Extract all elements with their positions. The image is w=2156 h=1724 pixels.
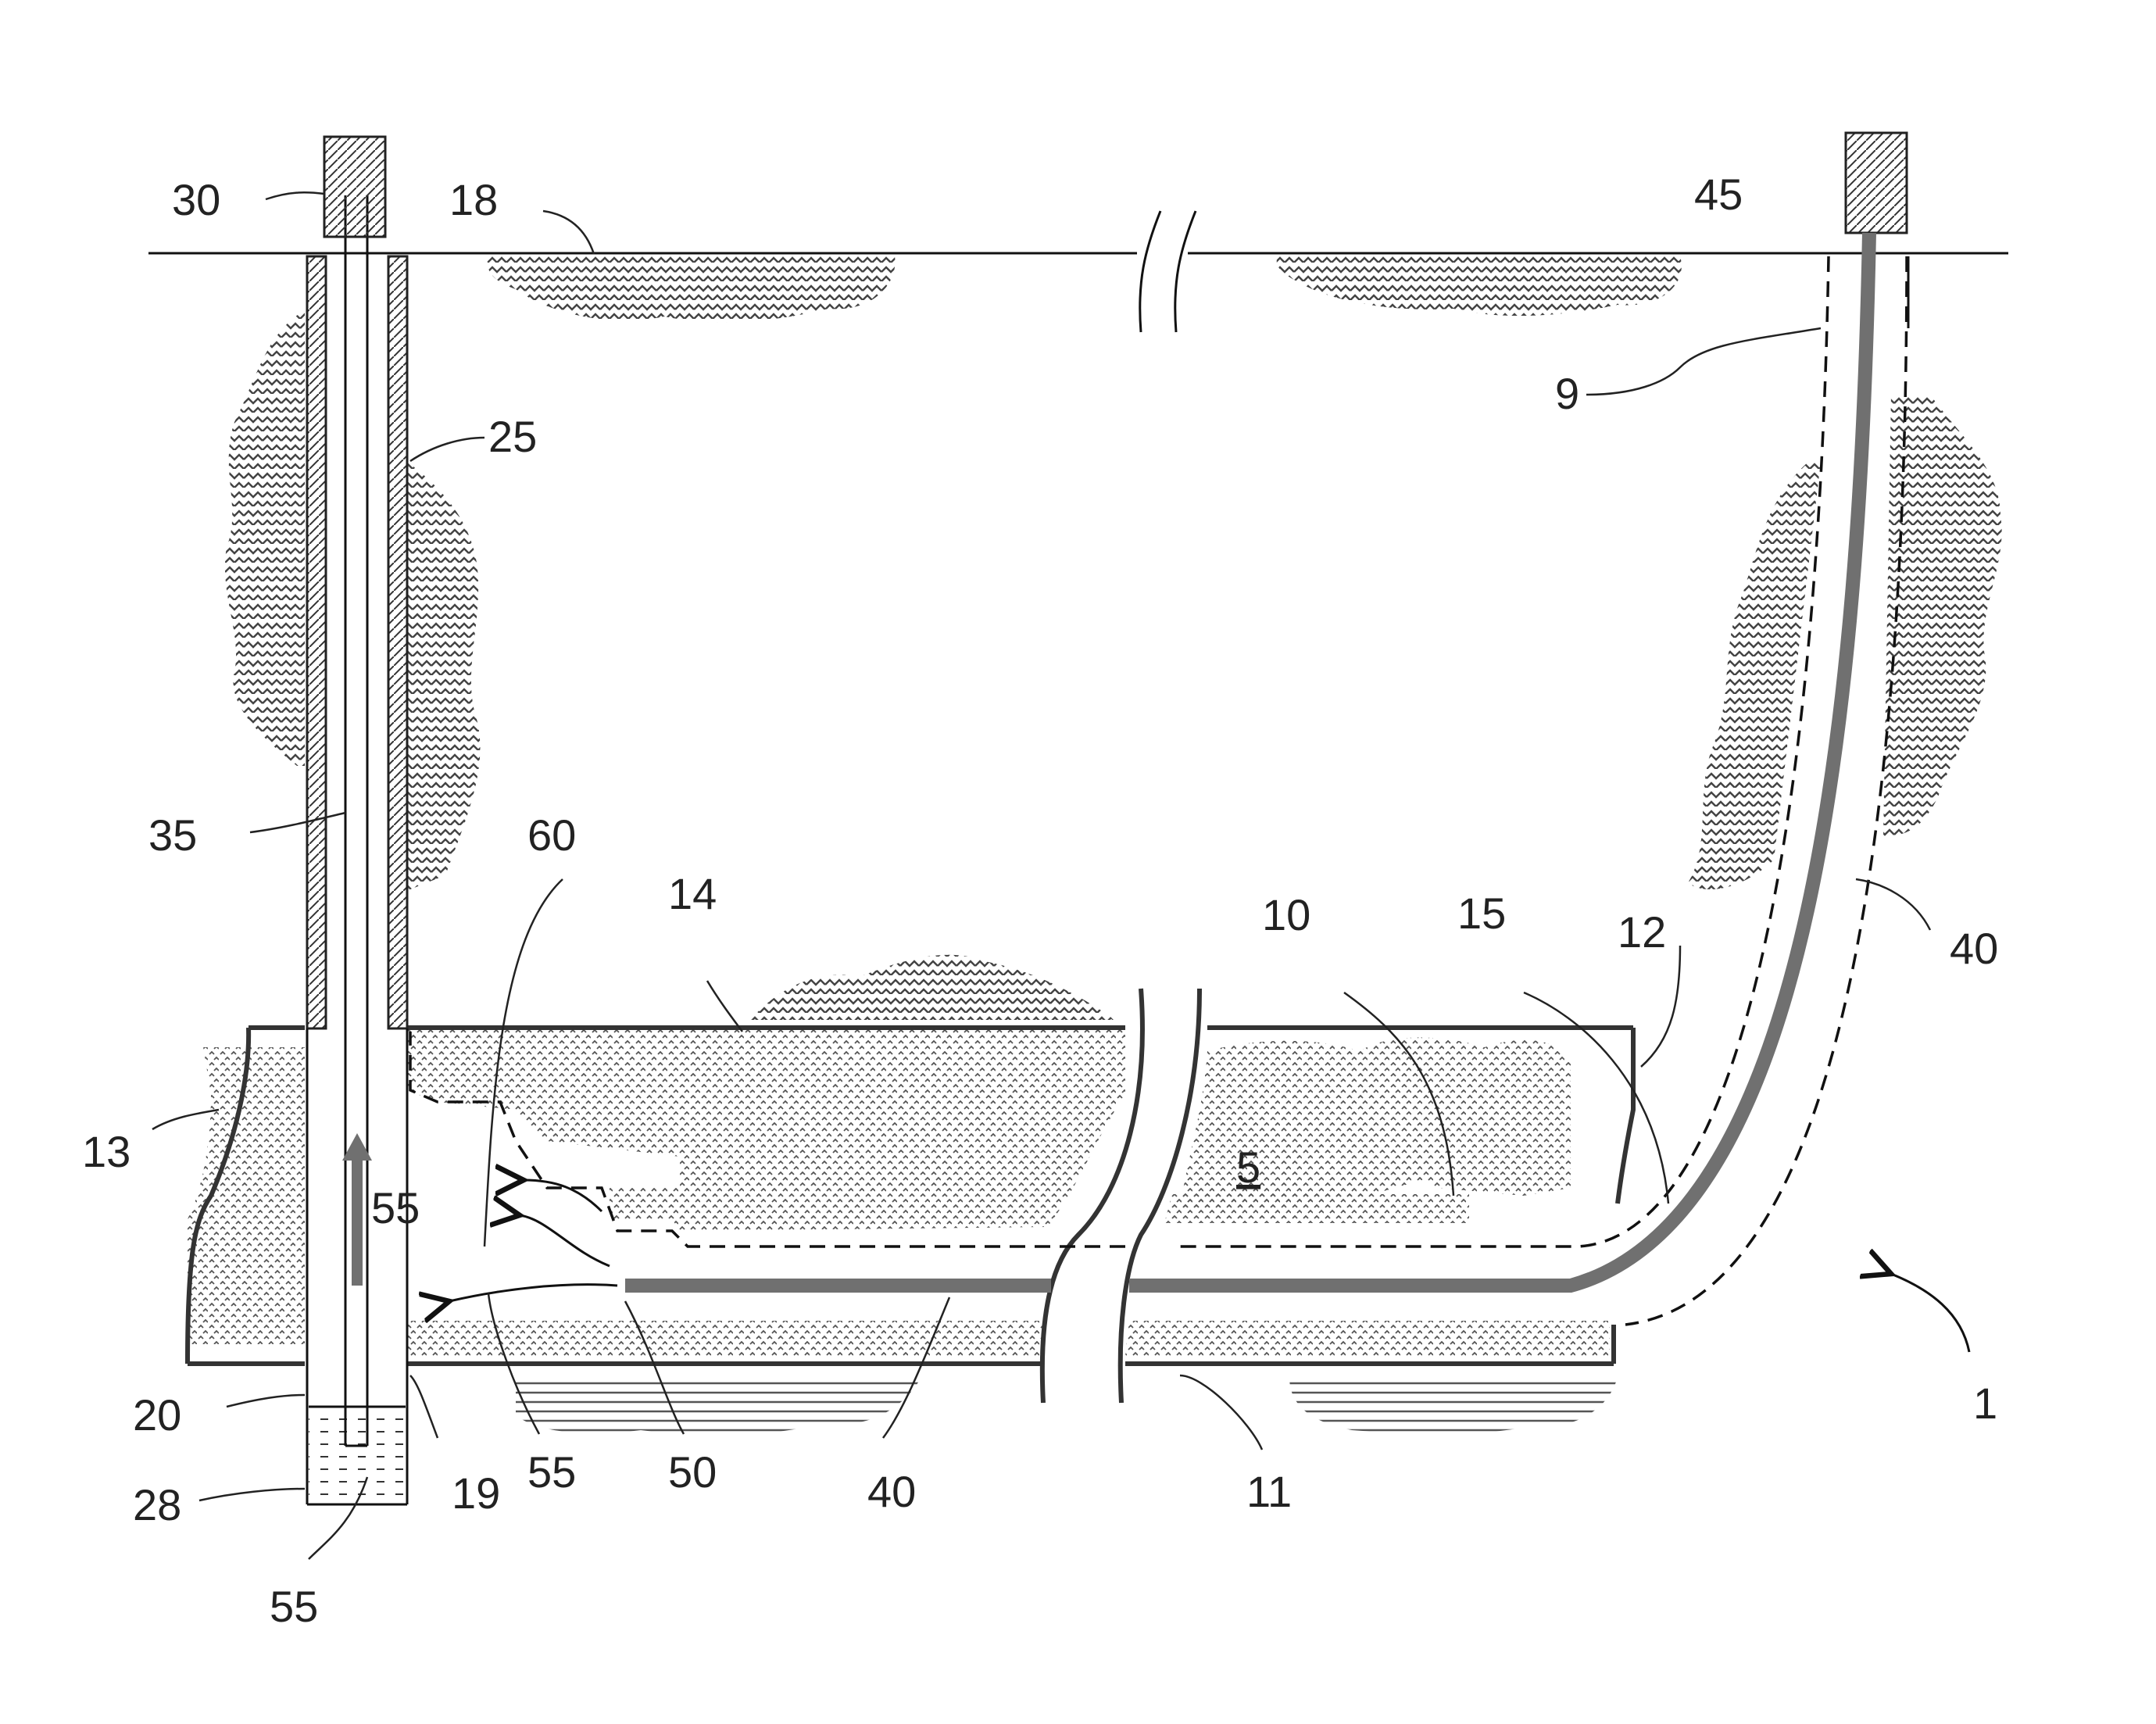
label-55-sump: 55 bbox=[270, 1582, 318, 1631]
ground-surface bbox=[148, 211, 2008, 332]
label-28: 28 bbox=[133, 1480, 181, 1529]
seam-fill-left-lower bbox=[188, 1047, 305, 1344]
seam-fill-left bbox=[406, 1028, 1125, 1231]
seam-fill-right-strip bbox=[1164, 1194, 1469, 1223]
base-formation-right bbox=[1289, 1377, 1618, 1434]
label-40-lower: 40 bbox=[867, 1467, 916, 1516]
label-19: 19 bbox=[452, 1468, 500, 1518]
label-10: 10 bbox=[1262, 890, 1310, 939]
formation-left-of-curve bbox=[1688, 461, 1821, 889]
surface-formation-right bbox=[1277, 256, 1682, 316]
label-14: 14 bbox=[668, 869, 717, 918]
label-5: 5 bbox=[1236, 1143, 1260, 1192]
label-60: 60 bbox=[527, 810, 576, 860]
label-50: 50 bbox=[668, 1447, 717, 1497]
upward-flow-arrow bbox=[352, 1157, 363, 1286]
vertical-production-well bbox=[307, 137, 407, 1504]
label-55-arrow: 55 bbox=[371, 1183, 420, 1232]
seam-fill-bottom-strip-right bbox=[1125, 1321, 1610, 1356]
formation-right-of-well bbox=[406, 461, 480, 891]
label-25: 25 bbox=[488, 412, 537, 461]
wellhead-45 bbox=[1846, 133, 1907, 233]
formation-left-of-well bbox=[225, 313, 305, 766]
label-1: 1 bbox=[1973, 1379, 1997, 1428]
label-45: 45 bbox=[1694, 170, 1743, 219]
label-9: 9 bbox=[1555, 369, 1579, 418]
casing-left bbox=[307, 256, 326, 1028]
formation-right-of-curve bbox=[1883, 395, 2002, 836]
sump-liquid bbox=[309, 1407, 406, 1503]
label-55-lower: 55 bbox=[527, 1447, 576, 1497]
label-20: 20 bbox=[133, 1390, 181, 1440]
label-40-upper: 40 bbox=[1950, 924, 1998, 973]
base-formation-left bbox=[516, 1375, 922, 1436]
casing-right bbox=[388, 256, 407, 1028]
label-18: 18 bbox=[449, 175, 498, 224]
surface-formation-left bbox=[488, 256, 896, 322]
label-35: 35 bbox=[148, 810, 197, 860]
label-30: 30 bbox=[172, 175, 220, 224]
formation-above-seam bbox=[750, 955, 1114, 1020]
label-15: 15 bbox=[1457, 889, 1506, 938]
label-13: 13 bbox=[82, 1127, 131, 1176]
wellhead-30 bbox=[324, 137, 385, 237]
label-12: 12 bbox=[1618, 907, 1666, 957]
label-11: 11 bbox=[1246, 1467, 1292, 1516]
